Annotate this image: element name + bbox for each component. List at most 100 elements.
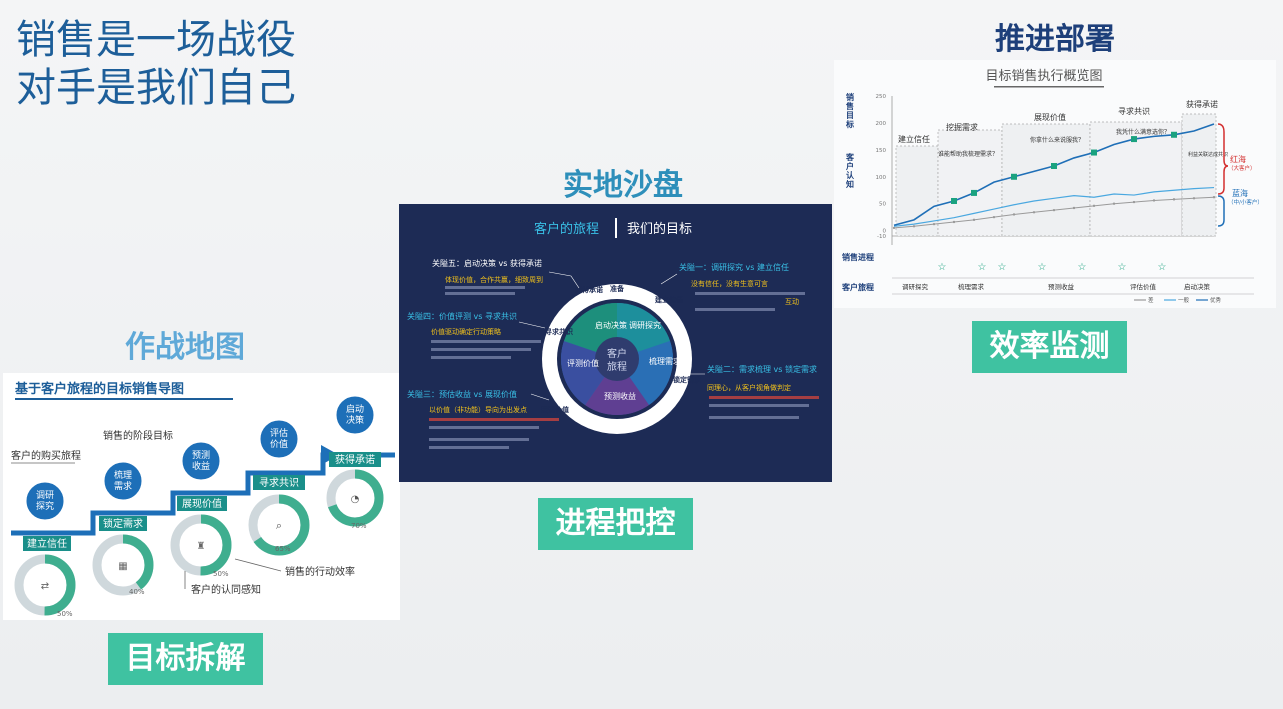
phase-label-3: 展现价值 [1034, 112, 1066, 122]
battle-map-graphic: 基于客户旅程的目标销售导图 客户的购买旅程 销售的阶段目标 调研 探究 建立信任… [11, 381, 395, 618]
phase-box-5 [1181, 113, 1217, 237]
series-0-point [1072, 206, 1076, 210]
star-icon: ☆ [1078, 262, 1087, 273]
star-icon: ☆ [938, 262, 947, 273]
series-0-point [892, 226, 896, 230]
gate-1-leader [660, 273, 678, 285]
stage-4-bar [253, 475, 305, 490]
pie-icon: ◔ [351, 494, 360, 505]
map-label: 目标拆解 [108, 633, 263, 685]
side-red: 红海 [1230, 154, 1246, 164]
stage-2-donut-fill [92, 534, 154, 596]
series-0-point [1032, 211, 1036, 214]
inner-label-evaluate: 评测价值 [567, 358, 599, 368]
efficiency-label: 销售的行动效率 [285, 565, 355, 578]
journey-2: 梳理需求 [958, 282, 985, 291]
stage-3-pct: 50% [213, 570, 229, 578]
stage-5-donut-fill [326, 469, 384, 527]
stage-3-donut-fill [170, 514, 232, 576]
note-5-detail-2 [445, 292, 515, 295]
map-header-underline [15, 398, 233, 400]
y-tick-0: 250 [876, 94, 887, 100]
stage-2-bar-text: 锁定需求 [103, 517, 143, 530]
note-4-detail-2 [431, 348, 531, 351]
side-red-sub: （大客户） [1228, 164, 1256, 172]
inner-label-requirements: 梳理需求 [649, 356, 681, 366]
stage-5-bubble [333, 393, 377, 437]
stage-3-bar [177, 496, 227, 511]
y-tick-3: 100 [876, 175, 887, 181]
question-3: 我凭什么满意选你？ [1116, 128, 1170, 136]
series-0-point [1052, 208, 1056, 212]
ring-label-lock: 锁定需求 [672, 375, 702, 384]
series-0-point [952, 220, 956, 224]
stage-2-bubble [101, 459, 145, 503]
inner-label-research: 调研探究 [629, 320, 661, 330]
note-3-detail-4 [429, 446, 509, 449]
gate-4: 关隘四：价值评测 vs 寻求共识 [407, 311, 517, 321]
blue-brace [1217, 195, 1225, 227]
note-3-detail [429, 418, 559, 421]
ring-label-prepare: 准备 [610, 284, 625, 293]
row-progress: 销售进程 [842, 252, 874, 262]
stage-4-bubble-text-a: 评估 [270, 427, 288, 439]
sand-header-right: 我们的目标 [627, 221, 692, 237]
gate-5: 关隘五：启动决策 vs 获得承诺 [432, 258, 542, 268]
series-0-point [992, 215, 996, 219]
milestone-marker [1051, 163, 1057, 169]
note-2: 同理心，从客户视角做判定 [707, 383, 791, 392]
note-5: 体现价值，合作共赢，细致周到 [445, 275, 543, 284]
stage-5-pct: 70% [351, 522, 367, 530]
y-tick-1: 200 [876, 121, 887, 127]
milestone-marker [1131, 136, 1137, 143]
stage-2-bubble-text-b: 需求 [114, 480, 132, 492]
journey-staircase [11, 452, 395, 536]
note-4-detail-3 [431, 356, 511, 359]
map-header: 基于客户旅程的目标销售导图 [14, 381, 184, 397]
deploy-title: 推进部署 [995, 22, 1115, 57]
stage-label: 销售的阶段目标 [103, 429, 173, 442]
stage-5-bubble-text-a: 启动 [346, 403, 364, 415]
note-4-detail [431, 340, 541, 343]
petal-forecast [585, 359, 649, 416]
stage-5-bubble-text-b: 决策 [346, 414, 364, 426]
note-1-detail-2 [695, 308, 775, 311]
stage-4-donut-fill [248, 494, 310, 556]
ring-label-commit: 获得承诺 [574, 285, 603, 294]
perception-label: 客户的认同感知 [191, 583, 261, 596]
stage-4-pct: 65% [275, 545, 291, 553]
sand-table-panel: 客户的旅程 我们的目标 客户 旅程 启动决策 调研探究 梳理需求 预测收益 评测… [399, 204, 832, 482]
shuffle-icon: ⇄ [41, 581, 49, 592]
stage-1-bubble-text-b: 探究 [36, 500, 54, 512]
stage-3-bubble [179, 439, 223, 483]
milestone-marker [971, 189, 977, 196]
headline-line1: 销售是一场战役 [16, 17, 296, 63]
ring-label-trust: 建立信任 [655, 295, 683, 304]
phase-label-5: 获得承诺 [1186, 99, 1218, 109]
series-lines [892, 123, 1216, 230]
series-0-point [1112, 202, 1116, 205]
ring-label-consensus: 寻求共识 [545, 327, 573, 336]
meeting-icon: ♜ [197, 541, 206, 552]
stage-5: 启动 决策 获得承诺 ◔ 70% [326, 393, 384, 530]
deploy-chart-title: 目标销售执行概览图 [985, 68, 1102, 84]
magnifier-icon: ⌕ [276, 519, 282, 532]
stage-5-bar-text: 获得承诺 [335, 454, 375, 466]
progress-stars: ☆☆☆☆☆☆☆ [938, 262, 1167, 273]
efficiency-leader [234, 558, 282, 572]
stage-1-donut-fill [14, 554, 76, 616]
note-1-detail [695, 292, 805, 295]
note-2-detail [709, 396, 819, 399]
star-icon: ☆ [1038, 262, 1047, 273]
series-0-point [1172, 198, 1176, 201]
side-blue: 蓝海 [1232, 188, 1248, 198]
stage-4-bar-text: 寻求共识 [259, 477, 299, 489]
journey-1: 调研探究 [902, 282, 929, 291]
note-3-detail-3 [429, 438, 529, 441]
star-icon: ☆ [1158, 262, 1167, 273]
map-title: 作战地图 [125, 330, 245, 365]
center-text-b: 旅程 [607, 360, 627, 373]
series-0-point [1012, 213, 1016, 216]
y-tick-4: 50 [879, 202, 886, 208]
